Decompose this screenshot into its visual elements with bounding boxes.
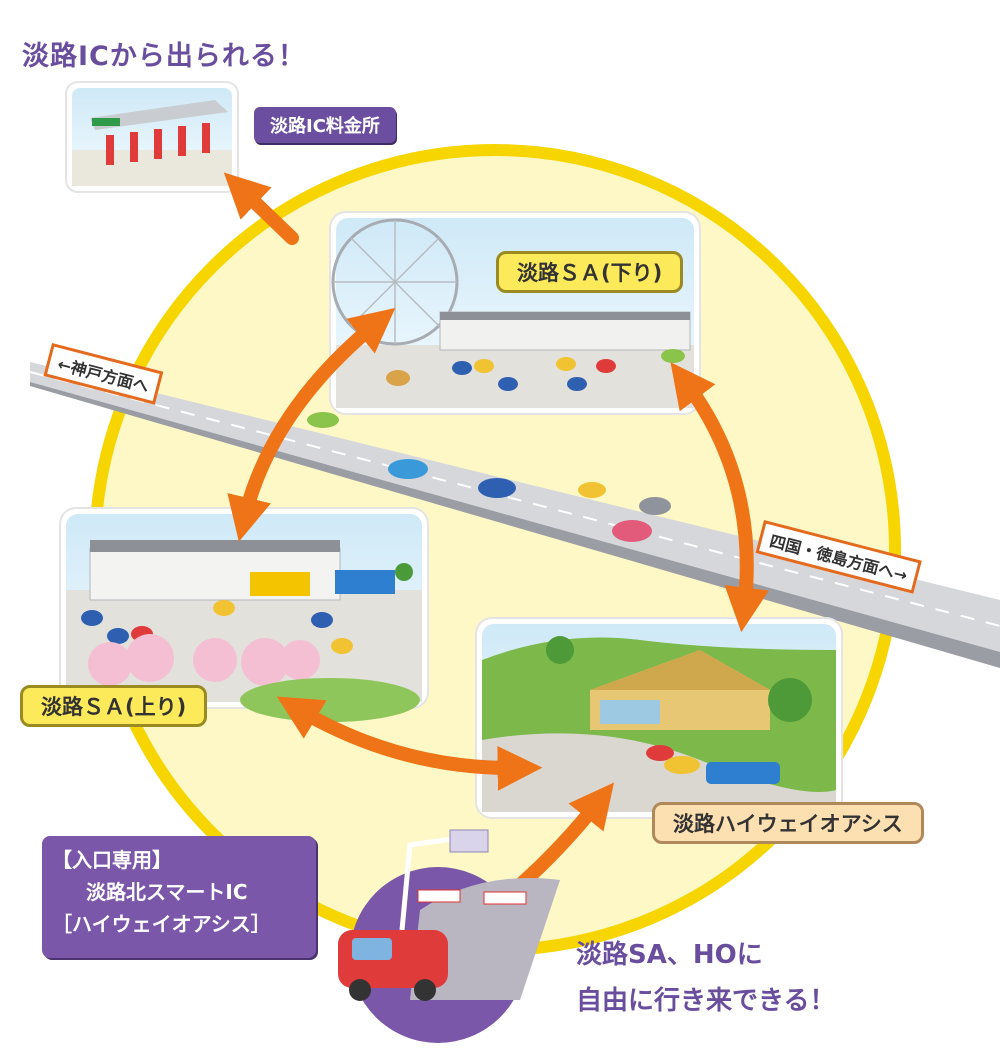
entry-box-line2: 淡路北スマートIC: [86, 880, 248, 904]
entry-box-line3: ［ハイウェイオアシス］: [52, 912, 271, 936]
smart-ic-entry-box: 【入口専用】 淡路北スマートIC ［ハイウェイオアシス］: [42, 836, 316, 958]
entry-box-line1: 【入口専用】: [52, 848, 172, 872]
highway-cars: [307, 412, 671, 542]
route-arrows: [223, 172, 769, 892]
headline: 淡路ICから出られる！: [22, 41, 306, 72]
ic-tollgate-label: 淡路IC料金所: [254, 107, 396, 143]
bottom-text: 淡路SA、HOに 自由に行き来できる！: [576, 932, 835, 1024]
arrow-sa-up-oasis: [276, 696, 543, 791]
oasis-image: [475, 617, 843, 819]
arrow-sa-down-sa-up: [227, 307, 396, 542]
arrow-entry-to-oasis: [513, 782, 614, 892]
arrow-to-ic: [223, 172, 299, 245]
arrow-sa-down-oasis: [670, 362, 769, 633]
oasis-label: 淡路ハイウェイオアシス: [652, 802, 924, 844]
bottom-text-line1: 淡路SA、HOに: [576, 940, 763, 970]
smart-ic-illustration: [338, 829, 560, 1043]
sa-down-image: [329, 211, 701, 415]
ic-tollgate-image: [65, 81, 239, 193]
bottom-text-line2: 自由に行き来できる！: [576, 986, 836, 1016]
sa-up-label: 淡路ＳＡ(上り): [20, 685, 208, 727]
sa-down-label: 淡路ＳＡ(下り): [496, 251, 684, 293]
